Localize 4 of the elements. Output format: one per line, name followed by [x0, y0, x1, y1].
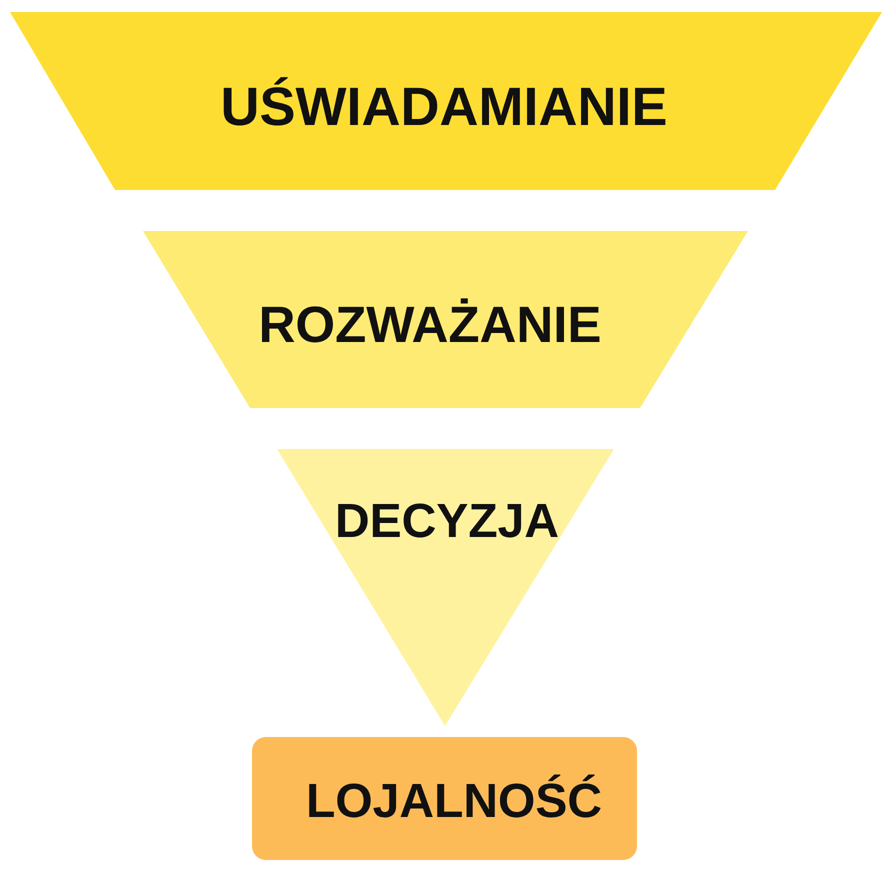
funnel-band: ROZWAŻANIE: [143, 231, 748, 408]
funnel-triangle: DECYZJA: [277, 449, 614, 726]
rounded-box: LOJALNOŚĆ: [252, 737, 637, 860]
funnel-band: UŚWIADAMIANIE: [10, 12, 882, 190]
